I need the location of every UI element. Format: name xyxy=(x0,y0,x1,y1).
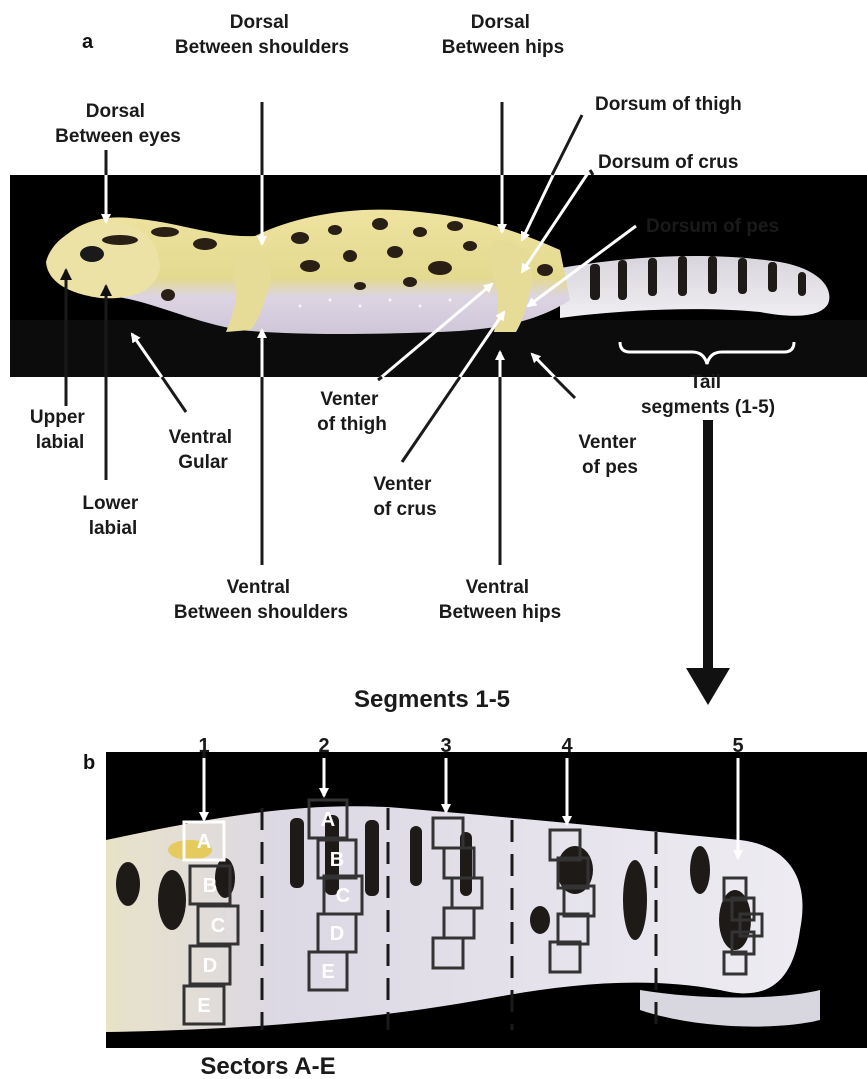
sector-label-1E: E xyxy=(197,995,210,1017)
label-dorsum-pes: Dorsum of pes xyxy=(646,216,779,237)
label-dorsum-thigh: Dorsum of thigh xyxy=(595,94,742,115)
sector-label-2A: A xyxy=(321,809,335,831)
panel-b-footer: Sectors A-E xyxy=(200,1053,335,1079)
sector-label-2E: E xyxy=(321,961,334,983)
sector-label-1D: D xyxy=(203,955,217,977)
sector-label-1A: A xyxy=(197,831,211,853)
label-tail-segments: Tail segments (1-5) xyxy=(641,372,775,418)
label-dorsum-crus: Dorsum of crus xyxy=(598,152,738,173)
label-venter-thigh: Venter of thigh xyxy=(317,389,387,435)
sector-label-1B: B xyxy=(203,875,217,897)
label-dorsal-eyes: Dorsal Between eyes xyxy=(55,101,181,147)
label-ventral-shoulders: Ventral Between shoulders xyxy=(174,577,348,623)
sector-label-2B: B xyxy=(330,849,344,871)
label-ventral-gular: Ventral Gular xyxy=(169,427,238,473)
label-dorsal-shoulders: Dorsal Between shoulders xyxy=(175,12,349,58)
gecko-eye xyxy=(80,246,104,262)
segment-label-4: 4 xyxy=(561,735,573,757)
sector-label-2C: C xyxy=(336,885,350,907)
label-upper-labial: Upper labial xyxy=(30,407,90,453)
gecko-tail xyxy=(560,256,829,318)
label-dorsal-hips: Dorsal Between hips xyxy=(442,12,564,58)
sector-label-1C: C xyxy=(211,915,225,937)
panel-b-title: Segments 1-5 xyxy=(354,686,510,713)
sector-label-2D: D xyxy=(330,923,344,945)
segment-label-5: 5 xyxy=(732,735,743,757)
panel-a-letter: a xyxy=(82,31,94,53)
label-venter-pes: Venter of pes xyxy=(578,432,641,478)
segment-label-2: 2 xyxy=(318,735,329,757)
panel-b-letter: b xyxy=(83,752,95,774)
label-venter-crus: Venter of crus xyxy=(373,474,436,520)
label-ventral-hips: Ventral Between hips xyxy=(439,577,561,623)
label-lower-labial: Lower labial xyxy=(82,493,143,539)
segment-label-3: 3 xyxy=(440,735,451,757)
